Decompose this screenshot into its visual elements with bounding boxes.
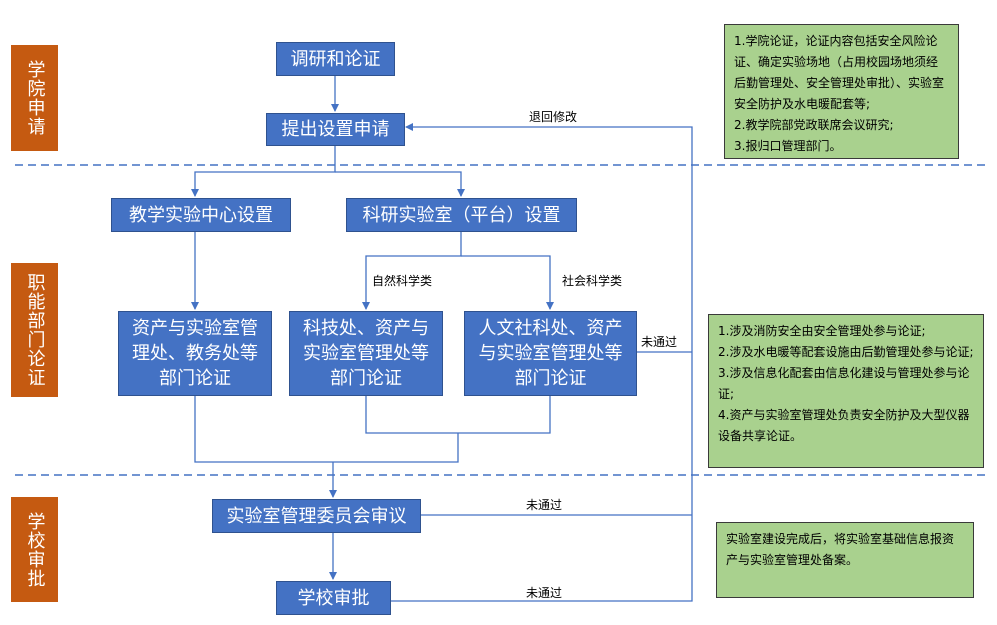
note-departments: 1.涉及消防安全由安全管理处参与论证; 2.涉及水电暖等配套设施由后勤管理处参与… <box>708 314 984 468</box>
box-school-approve: 学校审批 <box>276 581 391 615</box>
box-dept-humanities: 人文社科处、资产 与实验室管理处等 部门论证 <box>464 311 637 396</box>
label-social-science: 社会科学类 <box>562 274 623 288</box>
label-fail-school: 未通过 <box>526 586 563 600</box>
lane-school-approval: 学校审批 <box>11 497 58 602</box>
lane-department-review: 职能部门论证 <box>11 263 58 397</box>
merge-line-left <box>194 396 333 463</box>
note-school: 实验室建设完成后，将实验室基础信息报资产与实验室管理处备案。 <box>716 522 974 598</box>
return-line-school <box>391 123 693 602</box>
lane-college-apply: 学院申请 <box>11 45 58 151</box>
merge-science-humanities <box>365 396 551 434</box>
arrow-apply-teaching <box>191 145 336 197</box>
box-apply: 提出设置申请 <box>266 113 405 146</box>
note-college: 1.学院论证，论证内容包括安全风险论证、确定实验场地（占用校园场地须经后勤管理处… <box>724 24 959 159</box>
arrow-research-lab-social <box>461 255 554 310</box>
box-research-lab: 科研实验室（平台）设置 <box>346 198 577 232</box>
box-dept-science: 科技处、资产与 实验室管理处等 部门论证 <box>289 311 443 396</box>
label-return: 退回修改 <box>529 110 578 124</box>
label-fail-humanities: 未通过 <box>641 335 678 349</box>
label-fail-committee: 未通过 <box>526 498 563 512</box>
label-natural-science: 自然科学类 <box>372 274 433 288</box>
box-research: 调研和论证 <box>276 42 395 76</box>
merge-line-mid <box>333 433 459 463</box>
arrow-apply-research-lab <box>335 171 465 197</box>
box-teaching-center: 教学实验中心设置 <box>111 198 291 232</box>
arrow-research-lab-natural <box>362 231 462 310</box>
box-dept-assets: 资产与实验室管 理处、教务处等 部门论证 <box>118 311 272 396</box>
box-committee: 实验室管理委员会审议 <box>212 499 421 533</box>
